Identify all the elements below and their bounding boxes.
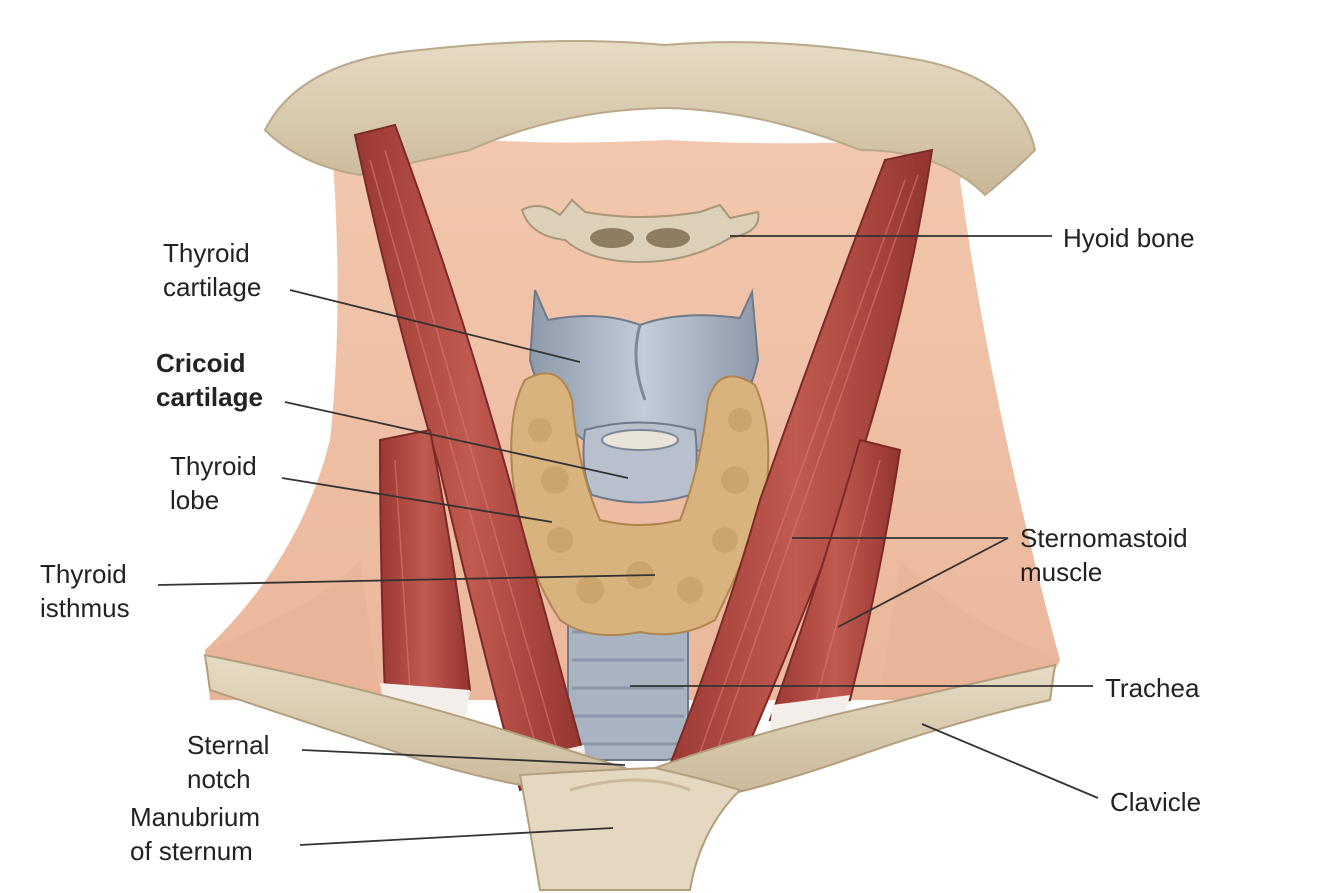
label-clavicle: Clavicle xyxy=(1110,785,1201,819)
label-manubrium-of-sternum: Manubrium of sternum xyxy=(130,800,260,868)
label-sternomastoid-muscle: Sternomastoid muscle xyxy=(1020,521,1188,589)
manubrium xyxy=(520,768,740,890)
label-hyoid-bone: Hyoid bone xyxy=(1063,221,1195,255)
label-thyroid-isthmus: Thyroid isthmus xyxy=(40,557,130,625)
label-sternal-notch: Sternal notch xyxy=(187,728,269,796)
label-thyroid-lobe: Thyroid lobe xyxy=(170,449,257,517)
leader-clavicle xyxy=(922,724,1098,798)
label-thyroid-cartilage: Thyroid cartilage xyxy=(163,236,261,304)
label-trachea: Trachea xyxy=(1105,671,1199,705)
label-cricoid-cartilage: Cricoid cartilage xyxy=(156,346,263,414)
